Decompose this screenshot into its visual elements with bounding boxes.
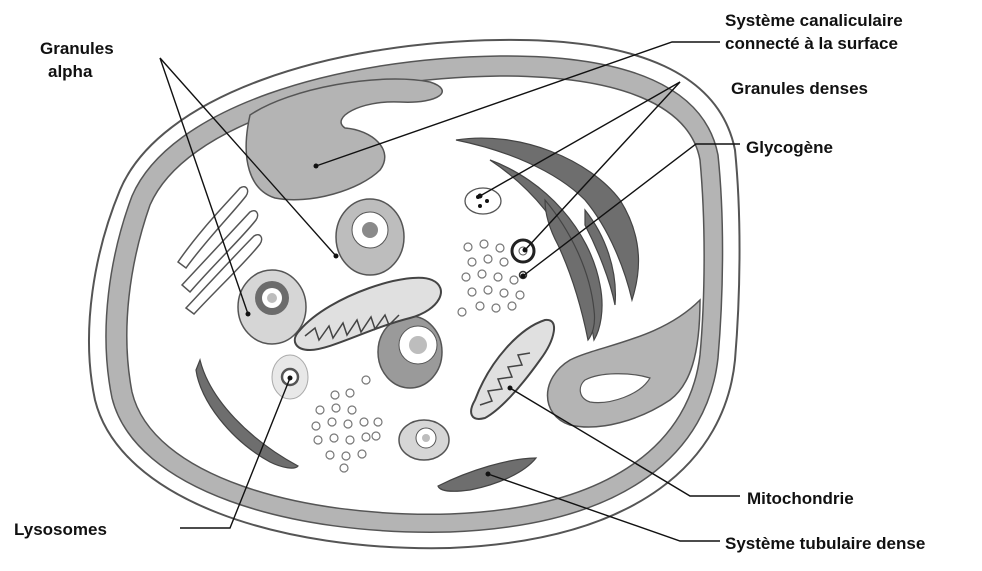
label-mitochondria: Mitochondrie	[747, 487, 854, 510]
alpha-granule-3	[378, 316, 442, 388]
label-alpha-granules: Granules alpha	[40, 37, 114, 83]
alpha-granule-4	[399, 420, 449, 460]
label-canal-line2: connecté à la surface	[725, 32, 903, 55]
label-alpha-line2: alpha	[40, 60, 114, 83]
alpha-granule-2	[238, 270, 306, 344]
label-alpha-line1: Granules	[40, 37, 114, 60]
label-canal-line1: Système canaliculaire	[725, 9, 903, 32]
label-glycogen: Glycogène	[746, 136, 833, 159]
label-canalicular-system: Système canaliculaire connecté à la surf…	[725, 9, 903, 55]
label-lysosomes: Lysosomes	[14, 518, 107, 541]
label-dense-tubular-system: Système tubulaire dense	[725, 532, 925, 555]
label-dense-granules: Granules denses	[731, 77, 868, 100]
dense-granule-small	[465, 188, 501, 214]
alpha-granule-1	[336, 199, 404, 275]
